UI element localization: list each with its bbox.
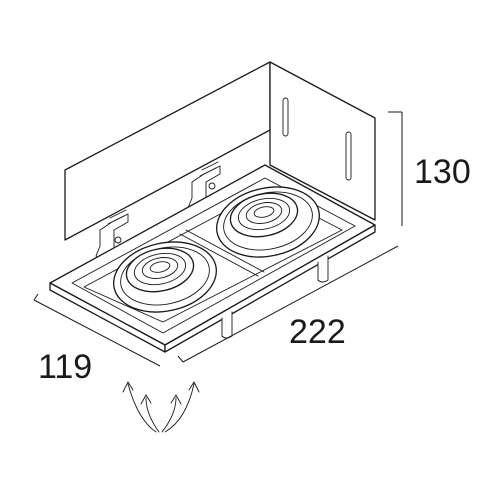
cell-divider bbox=[179, 233, 259, 277]
tilt-arrows-icon bbox=[122, 381, 200, 433]
spot-lamp-2 bbox=[215, 186, 321, 258]
housing-box bbox=[64, 61, 376, 241]
side-slot-1 bbox=[282, 97, 289, 137]
dimension-height bbox=[388, 111, 403, 226]
housing-right-wall bbox=[269, 61, 376, 221]
dimension-width bbox=[177, 245, 399, 363]
spot-lamp-1 bbox=[112, 241, 218, 313]
depth-dimension-label: 119 bbox=[38, 348, 92, 386]
width-dimension-label: 222 bbox=[289, 313, 346, 351]
dimension-depth bbox=[33, 293, 161, 367]
side-slot-2 bbox=[345, 131, 352, 181]
height-dimension-label: 130 bbox=[414, 153, 471, 191]
cell-divider-2 bbox=[185, 229, 265, 273]
spring-legs bbox=[221, 255, 329, 339]
frame-inner-lip bbox=[83, 189, 343, 323]
frame-edge-right bbox=[164, 224, 376, 353]
